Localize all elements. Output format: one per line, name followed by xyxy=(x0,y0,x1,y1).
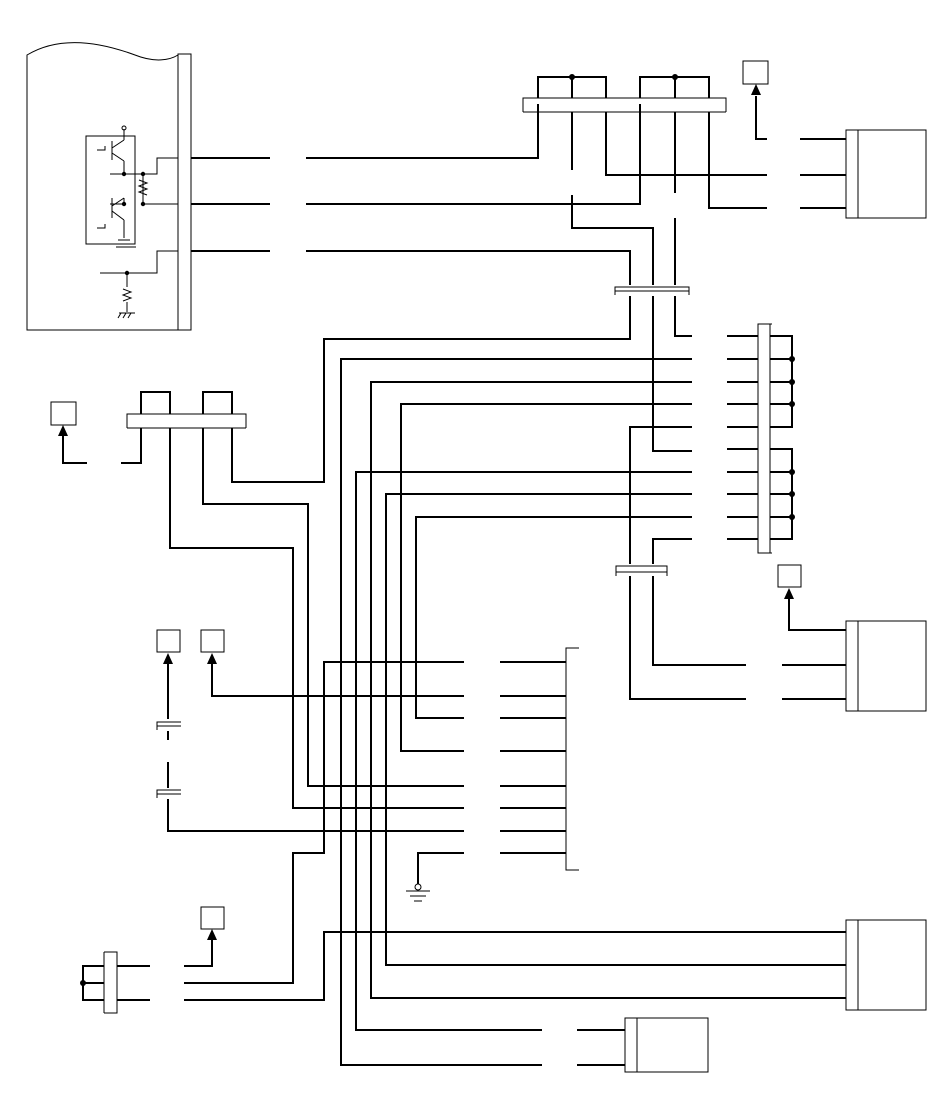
reference-square-left xyxy=(50,401,87,464)
component-top-right xyxy=(800,129,927,219)
lower-splice-connector xyxy=(615,565,746,700)
bottom-terminal-block xyxy=(184,647,579,984)
inline-connector-left xyxy=(156,721,464,832)
terminal-block-leads xyxy=(727,335,758,540)
top-splice-connector xyxy=(522,74,767,285)
control-module xyxy=(26,41,192,331)
reference-square-lower-right xyxy=(777,564,846,631)
ground-symbol xyxy=(406,883,430,902)
middle-splice-connector xyxy=(231,286,692,483)
module-output-wires xyxy=(191,104,641,285)
component-lower-right xyxy=(782,620,927,712)
right-terminal-block xyxy=(727,323,795,554)
bottom-left-connector xyxy=(80,931,846,1014)
component-bottom-right xyxy=(845,919,927,1011)
left-splice-connector xyxy=(121,391,464,809)
reference-squares-mid-left xyxy=(156,629,464,719)
reference-square-bottom-left xyxy=(184,906,225,967)
driver-transistor-block xyxy=(85,125,149,245)
terminal-block-feed-wires xyxy=(340,358,846,1066)
component-bottom-center xyxy=(577,1017,709,1073)
reference-square-top-right xyxy=(742,60,769,140)
